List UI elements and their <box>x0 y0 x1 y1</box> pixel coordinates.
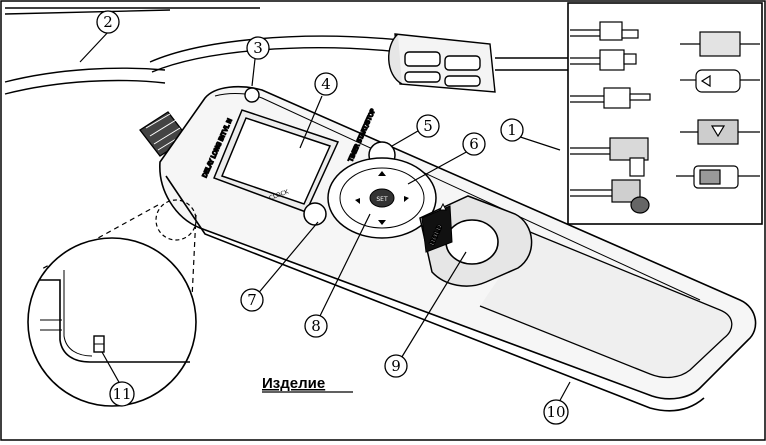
svg-text:9: 9 <box>391 357 401 375</box>
light-clock-button[interactable] <box>303 202 327 226</box>
callout-11: 11 <box>109 381 135 407</box>
caption: Изделие <box>262 375 325 392</box>
svg-text:7: 7 <box>247 291 257 309</box>
ferrite-core <box>388 33 496 93</box>
callout-6: 6 <box>462 132 486 156</box>
callouts: 2 3 4 5 6 1 7 8 9 10 11 <box>96 10 569 425</box>
callout-4: 4 <box>314 72 338 96</box>
callout-3: 3 <box>246 36 270 60</box>
callout-1: 1 <box>500 118 524 142</box>
callout-10: 10 <box>543 399 569 425</box>
detail-zoom <box>27 199 197 407</box>
svg-text:1: 1 <box>507 121 517 139</box>
svg-text:6: 6 <box>469 135 479 153</box>
connector-plugs <box>570 21 651 214</box>
svg-text:3: 3 <box>253 39 263 57</box>
svg-text:4: 4 <box>321 75 331 93</box>
callout-8: 8 <box>304 314 328 338</box>
hold-arrow-icon <box>439 202 447 211</box>
shutter-button[interactable] <box>445 219 499 265</box>
set-button[interactable] <box>369 188 395 208</box>
backlight-button[interactable] <box>244 87 260 103</box>
shutter-release[interactable]: HOLD <box>419 195 533 287</box>
leader-lines <box>79 29 571 405</box>
callout-7: 7 <box>240 288 264 312</box>
control-dial[interactable]: SET <box>327 157 437 239</box>
connector-heads <box>676 31 760 189</box>
set-label: SET <box>376 196 388 203</box>
svg-text:10: 10 <box>546 403 565 421</box>
svg-text:5: 5 <box>423 117 433 135</box>
callout-9: 9 <box>384 354 408 378</box>
svg-text:2: 2 <box>103 13 113 31</box>
callout-5: 5 <box>416 114 440 138</box>
svg-text:11: 11 <box>112 385 131 403</box>
connector-inset <box>567 2 763 225</box>
svg-text:8: 8 <box>311 317 321 335</box>
callout-2: 2 <box>96 10 120 34</box>
